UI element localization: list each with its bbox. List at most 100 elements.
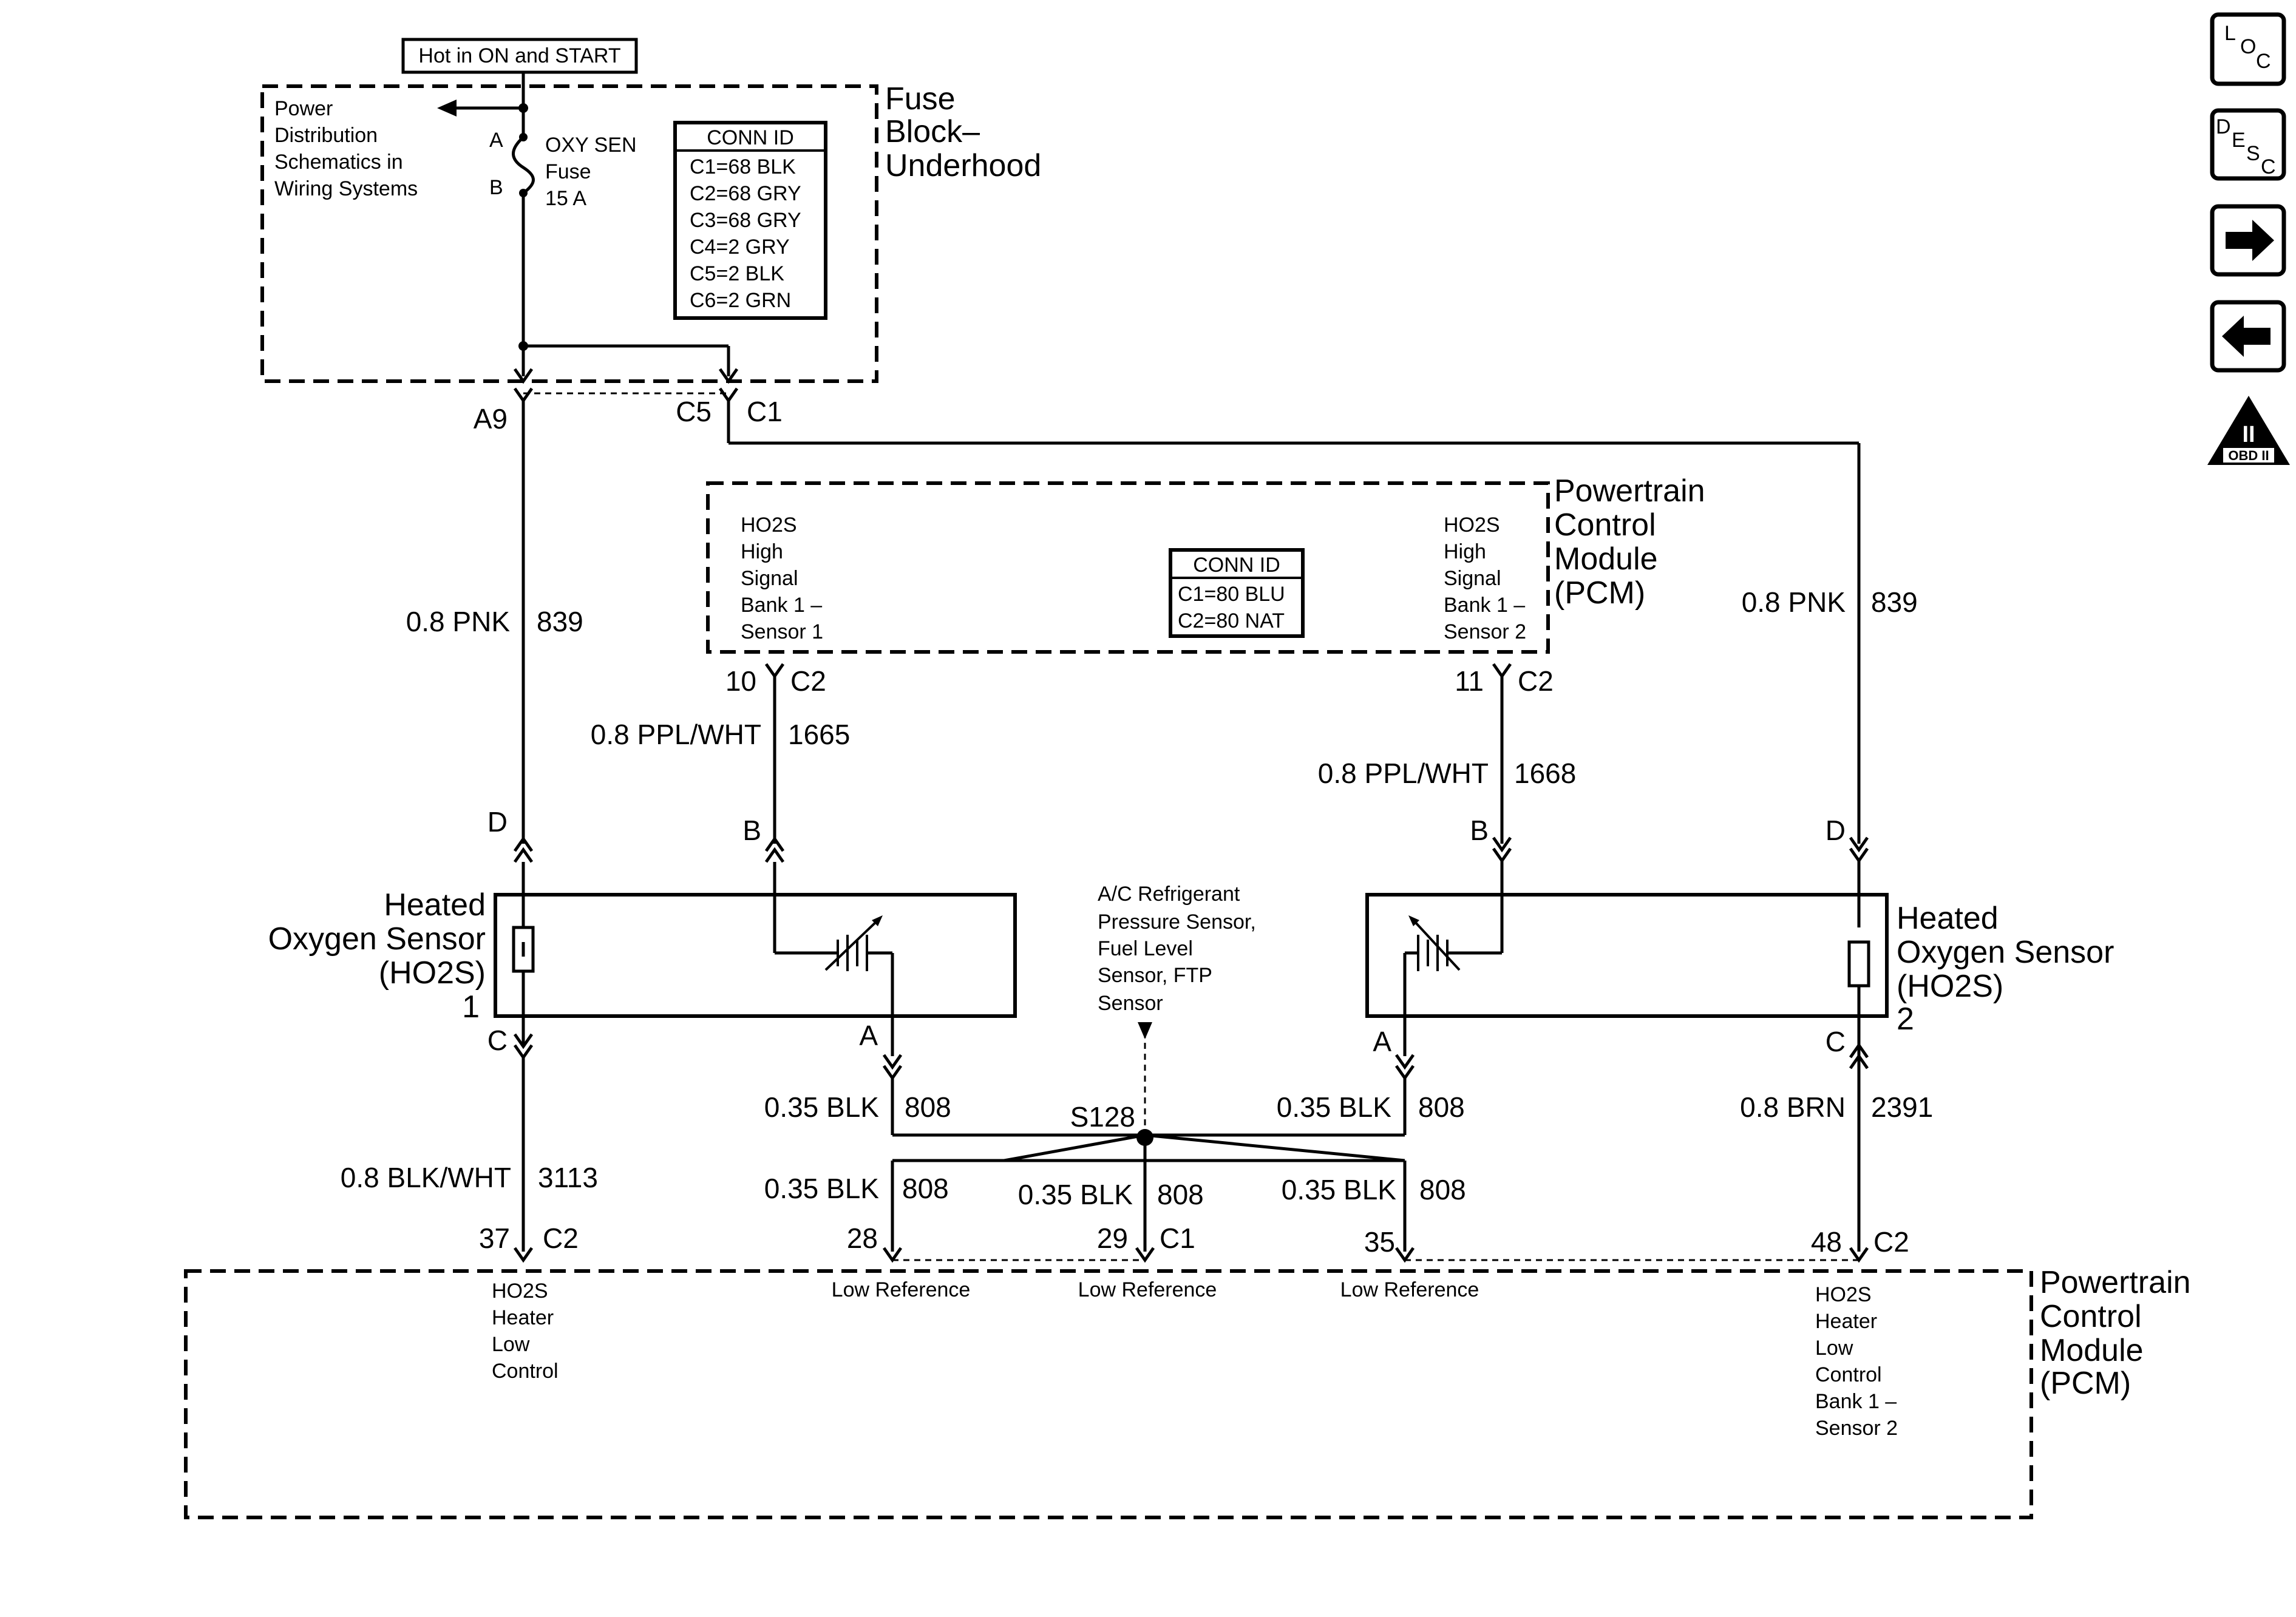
fuse-block: Hot in ON and START Fuse Block– Underhoo… (260, 38, 1041, 435)
pcm-left-signal-5: Sensor 1 (741, 620, 823, 643)
sensor2-pin-d-icon (1849, 836, 1869, 853)
fuse-conn-row: C4=2 GRY (690, 236, 790, 259)
sensor2-pin-d: D (1826, 815, 1846, 846)
desc-letter-s: S (2246, 142, 2260, 165)
wire-right-blk-top-circuit: 808 (1418, 1091, 1465, 1123)
heater-left-2: Heater (492, 1306, 554, 1329)
pcm-top-name-4: (PCM) (1554, 575, 1645, 611)
sensor2-heater-icon (1847, 940, 1870, 988)
pcm-pin-11-icon (1492, 663, 1512, 679)
wire-left-blkwht-size: 0.8 BLK/WHT (341, 1162, 511, 1193)
fuse-label-1: OXY SEN (545, 134, 637, 157)
wire-blk-28-size: 0.35 BLK (764, 1173, 880, 1204)
splice-name: S128 (1070, 1101, 1135, 1133)
pcm-pin-28: 28 (847, 1222, 878, 1254)
wire-left-ppl-size: 0.8 PPL/WHT (591, 719, 761, 750)
previous-page-button[interactable] (2210, 300, 2286, 373)
hot-in-label: Hot in ON and START (418, 44, 620, 67)
splice-note-arrow-icon (1138, 1022, 1152, 1039)
loc-letter-l: L (2224, 22, 2236, 45)
pcm-pin-37: 37 (479, 1222, 510, 1254)
pcm-conn-row: C2=80 NAT (1178, 609, 1285, 632)
sensor2-pin-c: C (1826, 1026, 1846, 1057)
right-arrow-icon (2226, 220, 2274, 261)
fuse-conn-row: C2=68 GRY (690, 182, 801, 205)
sensor1-variable-element-icon (824, 915, 883, 971)
wire-left-blk-top-size: 0.35 BLK (764, 1091, 880, 1123)
wire-blk-29-circuit: 808 (1157, 1179, 1204, 1210)
pcm-pin-10-conn: C2 (790, 665, 826, 697)
sensor1-pin-d: D (487, 806, 508, 838)
sensor1-pin-a-icon (882, 1054, 903, 1070)
sensor2-pin-a-icon (1394, 1054, 1415, 1070)
circuit-wires: 0.8 PNK 839 0.8 PNK 839 (406, 401, 1918, 844)
sensor1-name-4: 1 (462, 989, 480, 1025)
pcm-pin-35-icon (1394, 1247, 1415, 1263)
wire-left-ppl-circuit: 1665 (788, 719, 850, 750)
fuse-block-name-3: Underhood (885, 148, 1041, 183)
side-navigation: L O C D E S C II OBD II (2207, 12, 2290, 465)
desc-letter-c: C (2261, 155, 2276, 178)
pcm-right-signal-3: Signal (1444, 567, 1501, 590)
pcm-bottom-boundary (184, 1269, 2033, 1519)
wire-right-ppl-size: 0.8 PPL/WHT (1318, 758, 1489, 789)
sensor2-pin-c-icon (1849, 1042, 1869, 1059)
sensor1-pin-b: B (742, 815, 761, 846)
power-dist-2: Distribution (274, 124, 378, 147)
pcm-bottom-name-4: (PCM) (2040, 1366, 2131, 1401)
fuse-out-right-arrow-icon (718, 368, 739, 384)
pcm-bottom-name-2: Control (2040, 1299, 2142, 1334)
fuse-block-name-2: Block– (885, 114, 980, 149)
heater-right-3: Low (1815, 1337, 1853, 1360)
loc-button[interactable]: L O C (2210, 12, 2286, 86)
next-page-button[interactable] (2210, 204, 2286, 277)
pcm-pin-29-conn: C1 (1160, 1222, 1195, 1254)
wire-blk-35-circuit: 808 (1419, 1174, 1466, 1205)
sensor2-name-1: Heated (1897, 901, 1999, 936)
obd-ii-button[interactable]: II OBD II (2207, 396, 2290, 465)
heater-right-2: Heater (1815, 1310, 1877, 1333)
low-reference-wiring: A/C Refrigerant Pressure Sensor, Fuel Le… (341, 883, 1933, 1252)
pcm-top-boundary (706, 481, 1550, 654)
sensor2-pin-b-icon (1492, 836, 1512, 853)
desc-button[interactable]: D E S C (2210, 108, 2286, 181)
oxygen-sensor-1: D B Heated Oxygen Sensor (HO2S) 1 C A (268, 806, 1017, 1081)
pcm-pin-28-icon (882, 1247, 903, 1263)
obd-ii-label: OBD II (2228, 448, 2269, 463)
wire-left-blkwht-circuit: 3113 (538, 1162, 598, 1193)
wire-right-brn-circuit: 2391 (1871, 1091, 1933, 1123)
pcm-pin-29-icon (1135, 1247, 1155, 1263)
sensor2-pin-a: A (1373, 1026, 1391, 1057)
loc-letter-o: O (2240, 35, 2256, 58)
sensor1-name-3: (HO2S) (379, 955, 486, 991)
heater-left-1: HO2S (492, 1280, 548, 1303)
fuse-conn-row: C1=68 BLK (690, 155, 796, 178)
fuse-conn-id-title: CONN ID (707, 126, 794, 149)
pcm-left-signal-3: Signal (741, 567, 798, 590)
obd-ii-icon (2207, 396, 2290, 465)
power-dist-4: Wiring Systems (274, 177, 418, 200)
left-arrow-icon (2222, 316, 2271, 357)
obd-ii-roman: II (2242, 422, 2255, 447)
pcm-pin-35: 35 (1364, 1226, 1395, 1258)
connector-a9: A9 (474, 403, 508, 435)
feed-node (518, 103, 528, 113)
sensor2-name-2: Oxygen Sensor (1897, 935, 2114, 970)
pcm-pin-11: 11 (1455, 665, 1484, 697)
sensor1-pin-c-icon (513, 1033, 534, 1049)
wire-blk-35-size: 0.35 BLK (1282, 1174, 1397, 1205)
wire-right-pnk-circuit: 839 (1871, 586, 1918, 618)
splice-note-1: A/C Refrigerant (1098, 883, 1240, 906)
sensor1-pin-d-icon (513, 836, 534, 852)
connector-c1: C1 (747, 396, 783, 427)
fuse-pin-b: B (489, 176, 503, 199)
power-dist-3: Schematics in (274, 151, 403, 174)
pcm-pin-37-conn: C2 (543, 1222, 579, 1254)
fuse-conn-row: C6=2 GRN (690, 289, 791, 312)
heater-right-5: Bank 1 – (1815, 1390, 1897, 1413)
pcm-pin-11-conn: C2 (1518, 665, 1554, 697)
pcm-bottom-name-3: Module (2040, 1333, 2144, 1368)
sensor1-name-1: Heated (384, 887, 486, 923)
sensor1-name-2: Oxygen Sensor (268, 921, 486, 957)
